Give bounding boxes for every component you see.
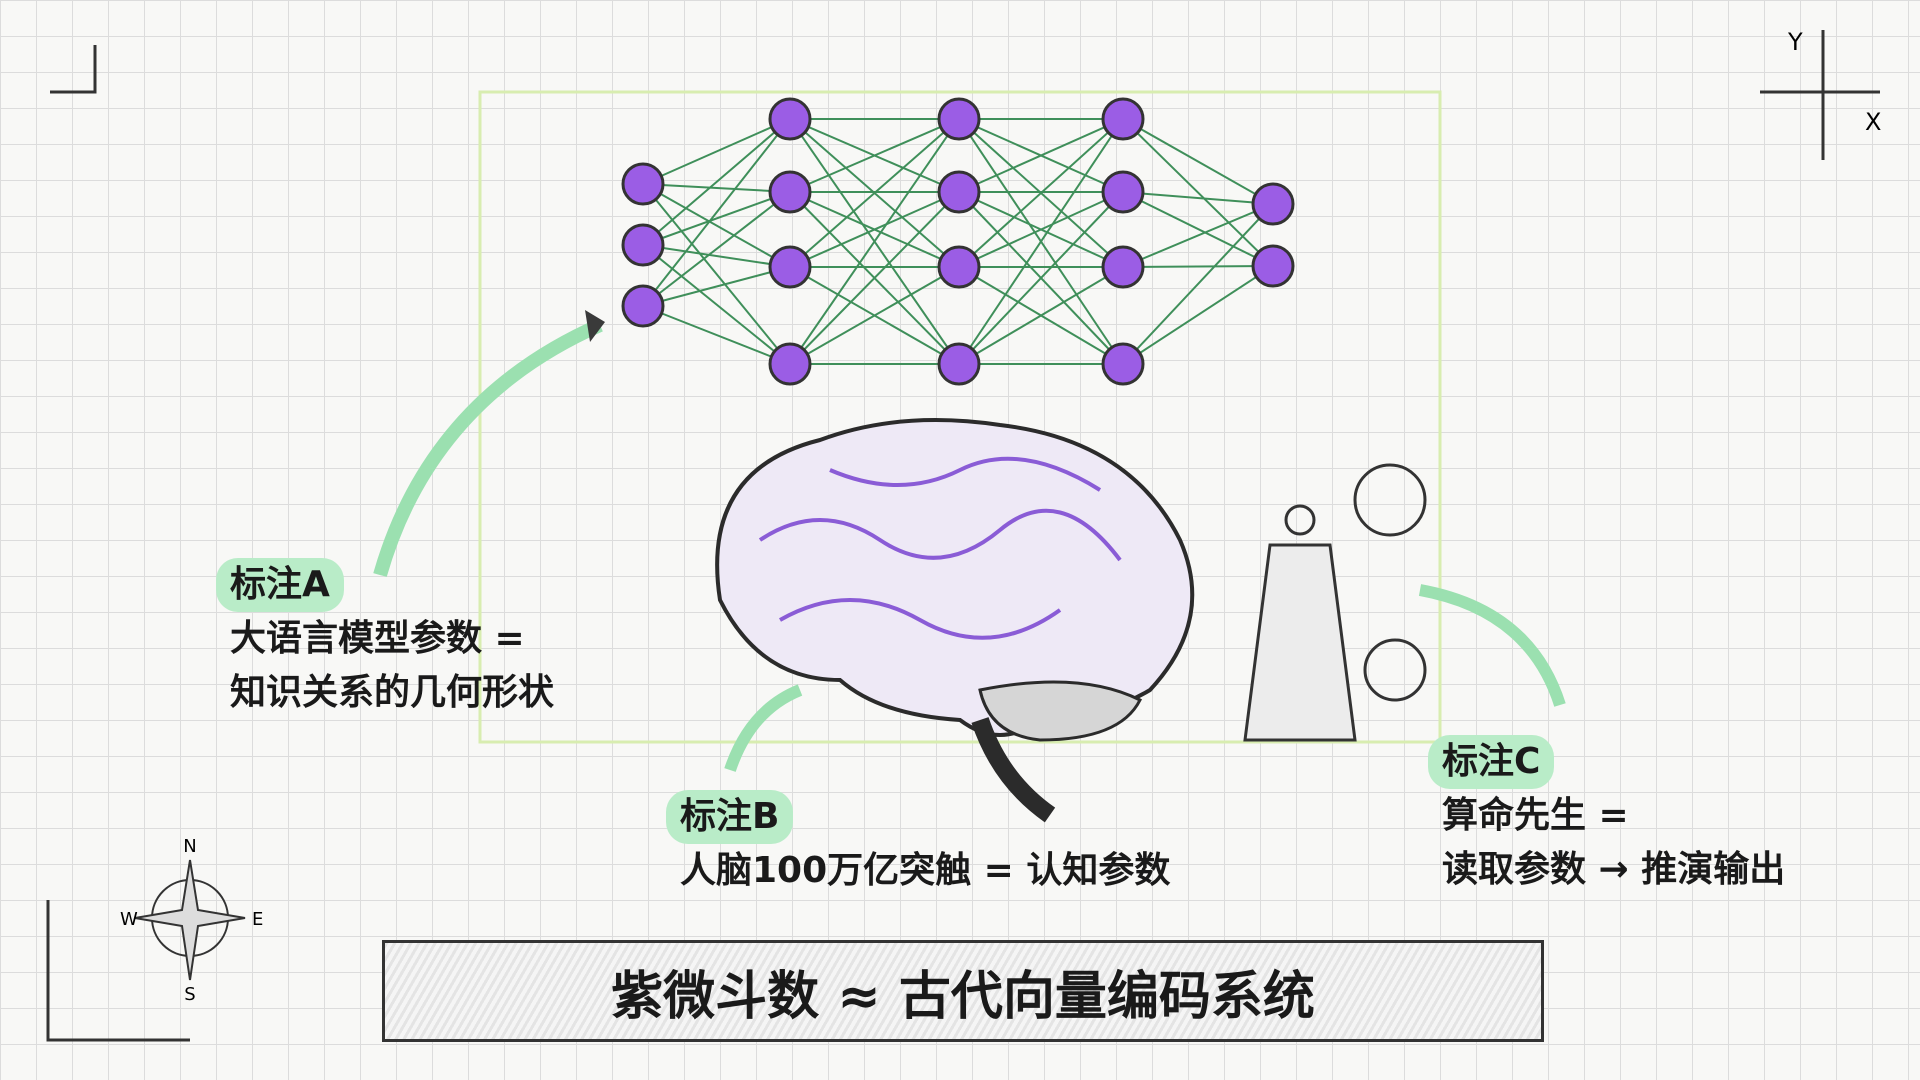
note-a-line1: 大语言模型参数 = — [230, 618, 525, 659]
compass-n: N — [183, 836, 196, 857]
network-node — [1101, 342, 1145, 386]
network-edge — [1122, 191, 1274, 205]
network-node — [1251, 182, 1295, 226]
title: 紫微斗数 ≈ 古代向量编码系统 — [611, 966, 1315, 1027]
network-edge — [1122, 118, 1274, 205]
compass-e: E — [252, 909, 263, 930]
network-edge — [1122, 265, 1274, 365]
network-edge — [789, 266, 960, 365]
title-banner: 紫微斗数 ≈ 古代向量编码系统 — [382, 940, 1544, 1042]
network-node — [768, 170, 812, 214]
network-edges — [642, 118, 1274, 365]
network-node — [768, 245, 812, 289]
network-edge — [642, 244, 791, 268]
network-node — [937, 97, 981, 141]
axis-x-label: X — [1865, 108, 1881, 136]
network-edge — [1122, 191, 1274, 267]
arrow-b — [724, 684, 803, 772]
network-edge — [789, 118, 960, 268]
network-edge — [642, 305, 791, 365]
network-edge — [958, 191, 1124, 365]
network-nodes — [621, 97, 1295, 386]
network-node — [621, 162, 665, 206]
network-node — [1251, 244, 1295, 288]
network-node — [937, 342, 981, 386]
network-edge — [958, 266, 1124, 365]
brain-sketch — [715, 418, 1195, 823]
axis-y-label: Y — [1787, 28, 1803, 56]
network-node — [621, 223, 665, 267]
network-edge — [642, 118, 791, 185]
corner-axes-top — [50, 45, 97, 94]
faint-frame — [478, 90, 1442, 744]
network-edge — [642, 266, 791, 307]
network-edge — [1122, 203, 1274, 365]
note-a-tag: 标注A — [216, 558, 344, 612]
network-edge — [789, 118, 960, 193]
network-node — [937, 245, 981, 289]
network-node — [621, 284, 665, 328]
network-edge — [958, 118, 1124, 268]
compass-w: W — [120, 909, 138, 930]
network-node — [768, 342, 812, 386]
corner-axes — [46, 900, 190, 1042]
network-edge — [642, 191, 791, 246]
network-edge — [789, 118, 960, 365]
network-node — [1101, 245, 1145, 289]
network-edge — [958, 118, 1124, 193]
network-edge — [642, 183, 791, 193]
network-edge — [642, 191, 791, 307]
network-edge — [1122, 265, 1274, 268]
network-edge — [642, 183, 791, 365]
note-a: 标注A 大语言模型参数 = 知识关系的几何形状 — [216, 558, 555, 720]
arrow-c — [1418, 584, 1566, 707]
network-node — [1101, 97, 1145, 141]
network-node — [768, 97, 812, 141]
arrow-a — [373, 318, 603, 577]
network-edge — [1122, 118, 1274, 267]
network-edge — [789, 191, 960, 365]
fortune-teller-sketch — [1243, 463, 1427, 742]
note-c-line2: 读取参数 → 推演输出 — [1442, 849, 1786, 890]
note-b-line1: 人脑100万亿突触 = 认知参数 — [680, 850, 1171, 891]
network-edge — [1122, 203, 1274, 268]
network-edge — [789, 191, 960, 268]
note-c-line1: 算命先生 = — [1442, 795, 1629, 836]
note-c-tag: 标注C — [1428, 735, 1555, 789]
arrow-a-head — [585, 310, 605, 342]
network-edge — [958, 118, 1124, 365]
network-edge — [642, 118, 791, 246]
note-b-tag: 标注B — [666, 790, 794, 844]
note-c: 标注C 算命先生 = 读取参数 → 推演输出 — [1428, 735, 1786, 897]
note-a-line2: 知识关系的几何形状 — [230, 672, 555, 713]
compass-s: S — [184, 984, 195, 1005]
network-node — [1101, 170, 1145, 214]
note-b: 标注B 人脑100万亿突触 = 认知参数 — [666, 790, 1171, 898]
axis-glyph — [1760, 30, 1880, 160]
network-node — [937, 170, 981, 214]
network-edge — [642, 244, 791, 365]
network-edge — [642, 118, 791, 307]
network-edge — [642, 183, 791, 268]
network-edge — [958, 191, 1124, 268]
compass-rose: N S E W — [120, 836, 263, 1005]
